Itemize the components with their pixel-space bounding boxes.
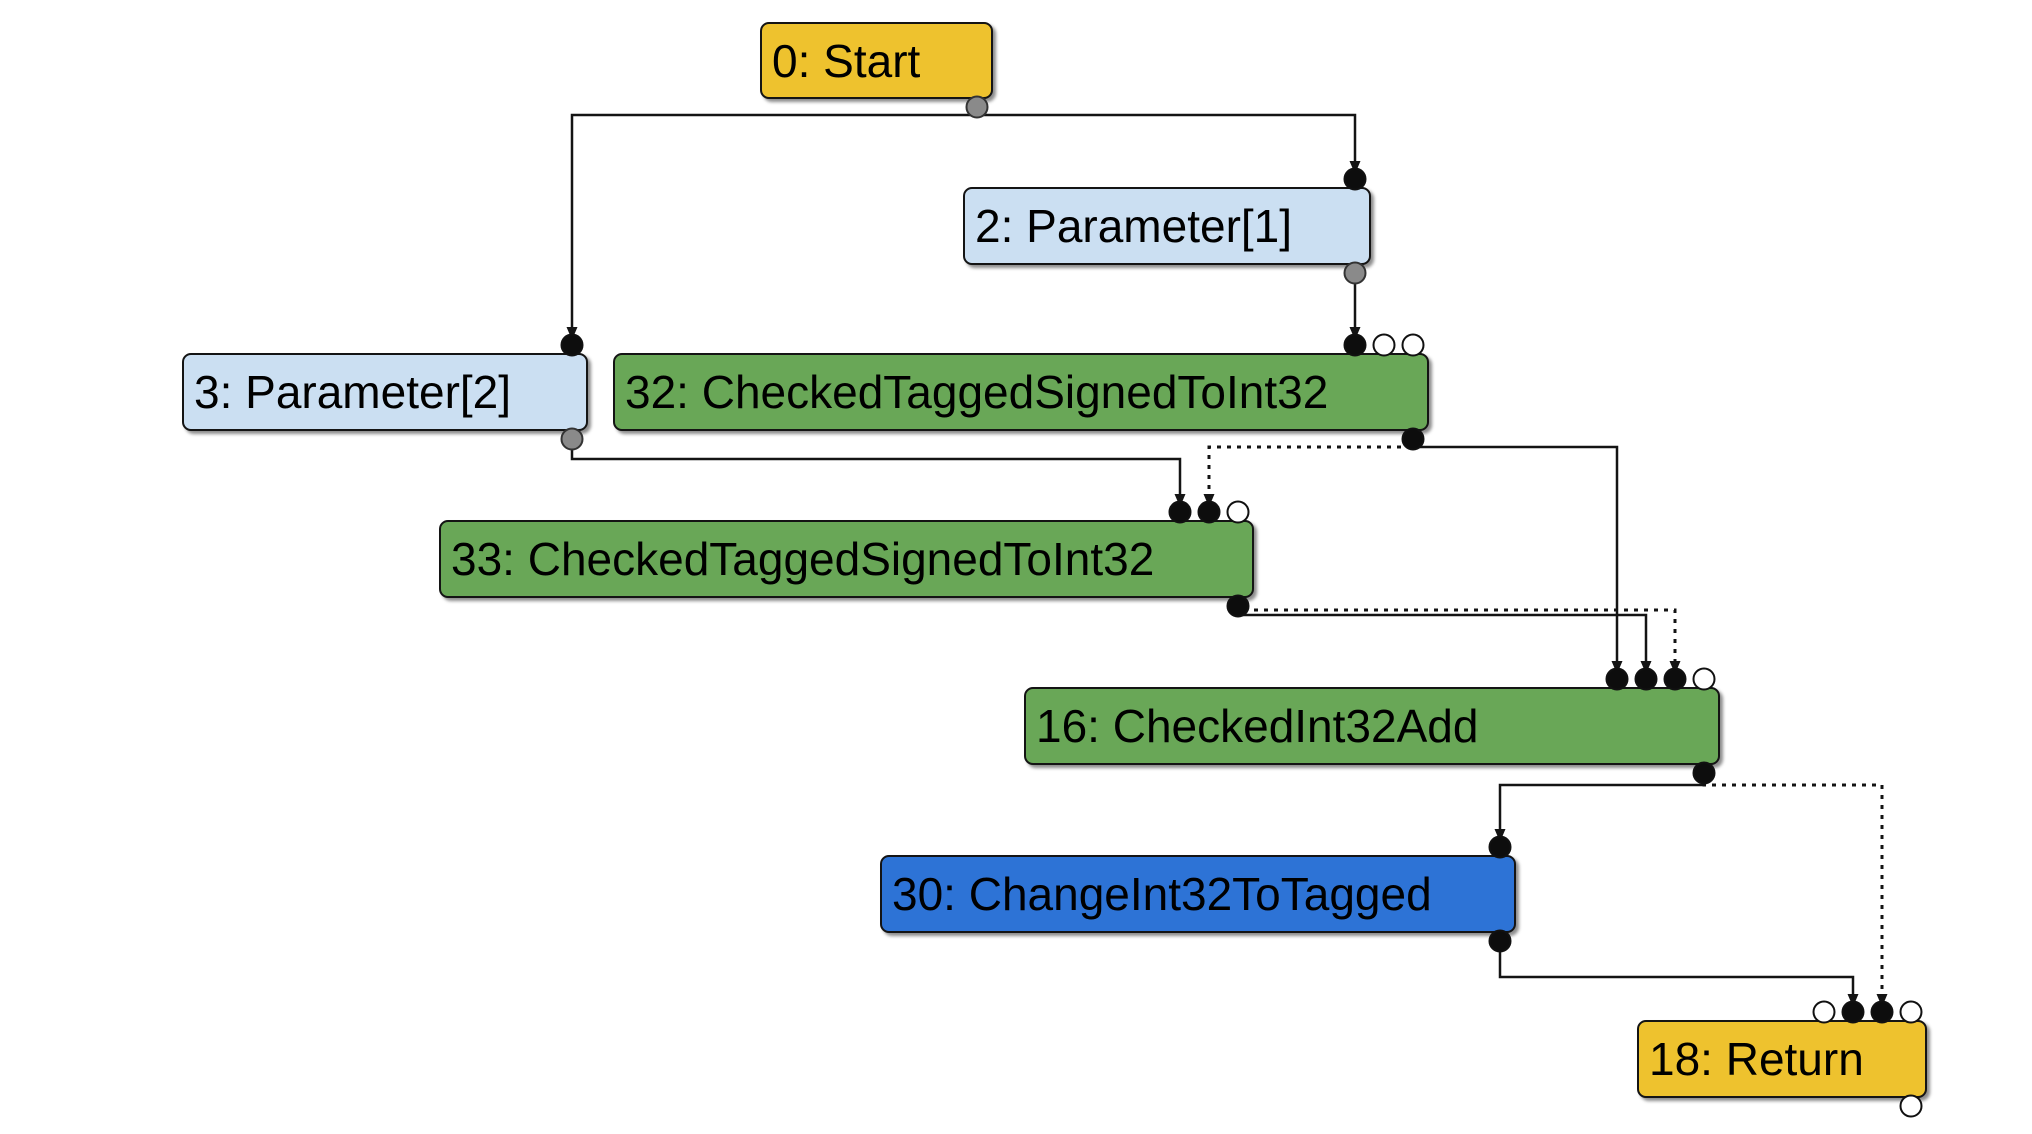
edge-30-to-18 [1498, 941, 1855, 1012]
graph-node-33[interactable]: 33: CheckedTaggedSignedToInt32 [439, 520, 1254, 598]
graph-node-32[interactable]: 32: CheckedTaggedSignedToInt32 [613, 353, 1429, 431]
node-label: 16: CheckedInt32Add [1036, 700, 1479, 752]
graph-node-0[interactable]: 0: Start [760, 22, 993, 99]
arrowhead [1640, 661, 1652, 674]
node-label: 3: Parameter[2] [194, 366, 512, 418]
node-label: 18: Return [1649, 1033, 1864, 1085]
edge-33-to-16 [1236, 606, 1648, 679]
edge-33-to-16-effect [1236, 606, 1677, 679]
arrowhead [566, 327, 578, 340]
node-label: 33: CheckedTaggedSignedToInt32 [451, 533, 1155, 585]
arrowhead [1847, 994, 1859, 1007]
arrowhead [1669, 661, 1681, 674]
arrowhead [1876, 994, 1888, 1007]
output-dot-2[interactable] [1343, 261, 1367, 285]
edge-0-to-2 [975, 107, 1357, 179]
arrowhead [1174, 494, 1186, 507]
output-dot-33[interactable] [1226, 594, 1250, 618]
node-label: 0: Start [772, 34, 921, 87]
node-label: 30: ChangeInt32ToTagged [892, 868, 1432, 920]
edge-0-to-3 [570, 107, 979, 345]
arrowhead [1349, 161, 1361, 174]
graph-node-16[interactable]: 16: CheckedInt32Add [1024, 687, 1720, 765]
node-label: 32: CheckedTaggedSignedToInt32 [625, 366, 1329, 418]
arrowhead [1349, 327, 1361, 340]
graph-node-2[interactable]: 2: Parameter[1] [963, 187, 1371, 265]
edge-16-to-30 [1498, 773, 1706, 847]
arrowhead [1611, 661, 1623, 674]
output-dot-3[interactable] [560, 427, 584, 451]
output-dot-30[interactable] [1488, 929, 1512, 953]
output-dot-32[interactable] [1401, 427, 1425, 451]
output-dot-0[interactable] [965, 95, 989, 119]
node-label: 2: Parameter[1] [975, 200, 1293, 252]
edge-16-to-18-effect [1702, 773, 1884, 1012]
output-dot-18[interactable] [1899, 1094, 1923, 1118]
arrowhead [1494, 829, 1506, 842]
graph-node-30[interactable]: 30: ChangeInt32ToTagged [880, 855, 1516, 933]
output-dot-16[interactable] [1692, 761, 1716, 785]
edge-3-to-33 [570, 439, 1182, 512]
graph-node-18[interactable]: 18: Return [1637, 1020, 1927, 1098]
arrowhead [1203, 494, 1215, 507]
edge-32-to-33-effect [1207, 439, 1415, 512]
edge-32-to-16 [1411, 439, 1619, 679]
graph-node-3[interactable]: 3: Parameter[2] [182, 353, 588, 431]
